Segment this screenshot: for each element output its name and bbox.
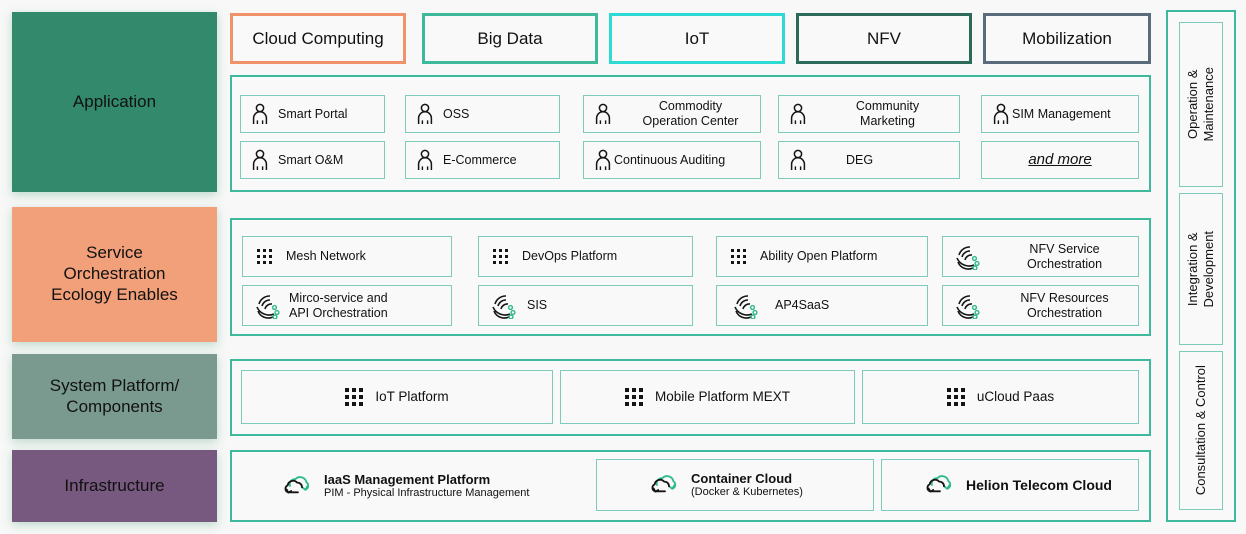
tab-nfv-label: NFV — [867, 28, 901, 48]
person-icon — [415, 103, 435, 125]
service-item-nfv-service-orchestration-label: NFV Service Orchestration — [1026, 241, 1103, 271]
person-icon — [593, 103, 613, 125]
tab-iot[interactable]: IoT — [609, 13, 785, 64]
app-item-and-more[interactable]: and more — [981, 141, 1139, 179]
layer-label-application: Application — [12, 12, 217, 192]
app-item-smart-om[interactable]: Smart O&M — [240, 141, 385, 179]
infra-item-iaas-management-platform-subtitle: PIM - Physical Infrastructure Management — [324, 487, 530, 500]
app-item-e-commerce-label: E-Commerce — [443, 152, 517, 167]
service-item-nfv-resources-orchestration-label: NFV Resources Orchestration — [1020, 290, 1109, 320]
orchestration-icon — [253, 293, 281, 319]
app-item-oss[interactable]: OSS — [405, 95, 560, 133]
cloud-icon — [649, 472, 679, 498]
infra-item-container-cloud-subtitle: (Docker & Kubernetes) — [691, 486, 803, 499]
app-item-community-marketing[interactable]: Community Marketing — [778, 95, 960, 133]
sidebar-item-integration-development-label: Integration & Development — [1184, 230, 1217, 308]
dots-grid-icon — [946, 388, 965, 406]
service-item-nfv-resources-orchestration[interactable]: NFV Resources Orchestration — [942, 285, 1139, 326]
tab-cloud-computing[interactable]: Cloud Computing — [230, 13, 406, 64]
service-item-microservice-api-orchestration[interactable]: Mirco-service and API Orchestration — [242, 285, 452, 326]
sidebar-item-operation-maintenance-label: Operation & Maintenance — [1184, 67, 1217, 142]
layer-label-service: Service Orchestration Ecology Enables — [12, 207, 217, 342]
person-icon — [788, 103, 808, 125]
sidebar-item-integration-development[interactable]: Integration & Development — [1179, 193, 1223, 345]
infra-item-container-cloud[interactable]: Container Cloud (Docker & Kubernetes) — [596, 459, 874, 511]
service-item-devops-platform-label: DevOps Platform — [522, 249, 618, 263]
infra-item-helion-telecom-cloud[interactable]: Helion Telecom Cloud — [881, 459, 1139, 511]
person-icon — [415, 149, 435, 171]
system-item-iot-platform-label: IoT Platform — [375, 388, 449, 404]
layer-label-system-text: System Platform/ Components — [49, 375, 180, 416]
service-item-devops-platform[interactable]: DevOps Platform — [478, 236, 693, 277]
dots-grid-icon — [731, 249, 746, 264]
app-item-smart-om-label: Smart O&M — [278, 152, 344, 167]
app-item-sim-management-label: SIM Management — [1012, 106, 1111, 121]
service-item-microservice-api-orchestration-label: Mirco-service and API Orchestration — [289, 290, 388, 320]
orchestration-icon — [489, 293, 517, 319]
tab-big-data[interactable]: Big Data — [422, 13, 598, 64]
app-item-smart-portal-label: Smart Portal — [278, 106, 348, 121]
app-item-community-marketing-label: Community Marketing — [855, 99, 920, 128]
service-item-nfv-service-orchestration[interactable]: NFV Service Orchestration — [942, 236, 1139, 277]
app-item-continuous-auditing[interactable]: Continuous Auditing — [583, 141, 761, 179]
cloud-icon — [282, 473, 312, 499]
layer-label-infrastructure-text: Infrastructure — [64, 475, 165, 495]
system-item-ucloud-paas[interactable]: uCloud Paas — [862, 370, 1139, 424]
infra-item-iaas-management-platform-title: IaaS Management Platform — [324, 471, 491, 487]
orchestration-icon — [953, 293, 981, 319]
system-item-iot-platform[interactable]: IoT Platform — [241, 370, 553, 424]
app-item-commodity-operation-center-label: Commodity Operation Center — [642, 99, 739, 128]
orchestration-icon — [731, 293, 759, 319]
app-item-deg-label: DEG — [846, 152, 874, 167]
system-item-ucloud-paas-label: uCloud Paas — [976, 388, 1055, 404]
service-item-ap4saas[interactable]: AP4SaaS — [716, 285, 928, 326]
tab-mobilization-label: Mobilization — [1022, 28, 1112, 48]
app-item-and-more-label: and more — [1028, 151, 1092, 168]
infra-item-helion-telecom-cloud-title: Helion Telecom Cloud — [966, 476, 1112, 493]
app-item-deg[interactable]: DEG — [778, 141, 960, 179]
service-item-ap4saas-label: AP4SaaS — [775, 298, 830, 312]
cloud-icon — [924, 472, 954, 498]
service-item-sis-label: SIS — [527, 298, 548, 312]
person-icon — [991, 103, 1011, 125]
tab-mobilization[interactable]: Mobilization — [983, 13, 1151, 64]
person-icon — [250, 103, 270, 125]
app-item-e-commerce[interactable]: E-Commerce — [405, 141, 560, 179]
layer-label-infrastructure: Infrastructure — [12, 450, 217, 522]
layer-label-system: System Platform/ Components — [12, 354, 217, 439]
app-item-oss-label: OSS — [443, 106, 470, 121]
sidebar-item-consultation-control-label: Consultation & Control — [1192, 365, 1208, 496]
sidebar-item-operation-maintenance[interactable]: Operation & Maintenance — [1179, 22, 1223, 187]
dots-grid-icon — [345, 388, 364, 406]
layer-label-service-text: Service Orchestration Ecology Enables — [51, 243, 178, 304]
sidebar-item-consultation-control[interactable]: Consultation & Control — [1179, 351, 1223, 510]
tab-cloud-computing-label: Cloud Computing — [252, 28, 384, 48]
person-icon — [250, 149, 270, 171]
tab-iot-label: IoT — [684, 28, 710, 48]
person-icon — [593, 149, 613, 171]
service-item-ability-open-platform[interactable]: Ability Open Platform — [716, 236, 928, 277]
app-item-sim-management[interactable]: SIM Management — [981, 95, 1139, 133]
system-item-mobile-platform-mext-label: Mobile Platform MEXT — [654, 388, 791, 404]
infra-item-container-cloud-title: Container Cloud — [691, 470, 793, 486]
dots-grid-icon — [624, 388, 643, 406]
infra-item-iaas-management-platform[interactable]: IaaS Management Platform PIM - Physical … — [241, 460, 593, 512]
service-item-sis[interactable]: SIS — [478, 285, 693, 326]
app-item-commodity-operation-center[interactable]: Commodity Operation Center — [583, 95, 761, 133]
dots-grid-icon — [257, 249, 272, 264]
app-item-smart-portal[interactable]: Smart Portal — [240, 95, 385, 133]
tab-nfv[interactable]: NFV — [796, 13, 972, 64]
service-item-ability-open-platform-label: Ability Open Platform — [760, 249, 878, 263]
service-item-mesh-network-label: Mesh Network — [286, 249, 366, 263]
orchestration-icon — [953, 244, 981, 270]
person-icon — [788, 149, 808, 171]
tab-big-data-label: Big Data — [477, 28, 543, 48]
dots-grid-icon — [493, 249, 508, 264]
system-item-mobile-platform-mext[interactable]: Mobile Platform MEXT — [560, 370, 855, 424]
layer-label-application-text: Application — [72, 91, 157, 111]
service-item-mesh-network[interactable]: Mesh Network — [242, 236, 452, 277]
app-item-continuous-auditing-label: Continuous Auditing — [614, 152, 726, 167]
